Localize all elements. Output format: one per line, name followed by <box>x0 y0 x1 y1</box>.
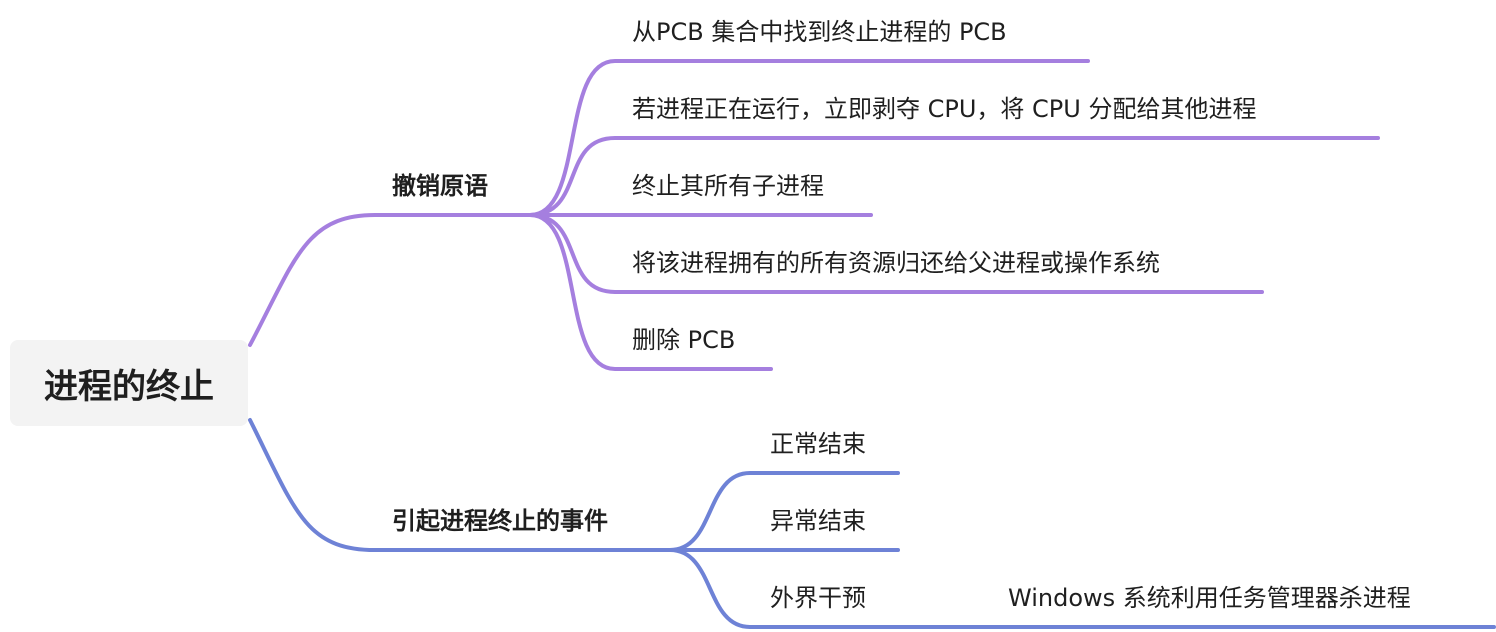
connector-to-leaf-external-intervention <box>668 548 1496 629</box>
connector-to-leaf-return-resources <box>528 213 1264 294</box>
leaf-abnormal-end[interactable]: 异常结束 <box>770 507 866 535</box>
branch-connectors-termination-events <box>248 418 1496 629</box>
connector-to-leaf-delete-pcb <box>528 213 773 371</box>
leaf-external-intervention[interactable]: 外界干预 <box>770 584 866 612</box>
branch-label-termination-events[interactable]: 引起进程终止的事件 <box>392 507 608 535</box>
leaf-task-manager-kill[interactable]: Windows 系统利用任务管理器杀进程 <box>1008 584 1411 612</box>
branch-connectors-revoke-primitive <box>248 59 1380 371</box>
connector-root-to-revoke-primitive <box>248 213 532 347</box>
leaf-normal-end[interactable]: 正常结束 <box>770 430 866 458</box>
root-label: 进程的终止 <box>44 366 214 407</box>
leaf-preempt-cpu[interactable]: 若进程正在运行，立即剥夺 CPU，将 CPU 分配给其他进程 <box>632 95 1257 123</box>
connector-root-to-termination-events <box>248 418 672 552</box>
leaf-terminate-children[interactable]: 终止其所有子进程 <box>632 172 824 200</box>
leaf-return-resources[interactable]: 将该进程拥有的所有资源归还给父进程或操作系统 <box>632 249 1160 277</box>
leaf-find-pcb[interactable]: 从PCB 集合中找到终止进程的 PCB <box>632 18 1007 46</box>
connector-to-leaf-normal-end <box>668 471 900 552</box>
branch-label-revoke-primitive[interactable]: 撤销原语 <box>392 172 488 200</box>
root-node[interactable]: 进程的终止 <box>10 340 248 426</box>
connector-to-leaf-preempt-cpu <box>528 136 1380 217</box>
connector-to-leaf-find-pcb <box>528 59 1090 217</box>
leaf-delete-pcb[interactable]: 删除 PCB <box>632 326 736 354</box>
